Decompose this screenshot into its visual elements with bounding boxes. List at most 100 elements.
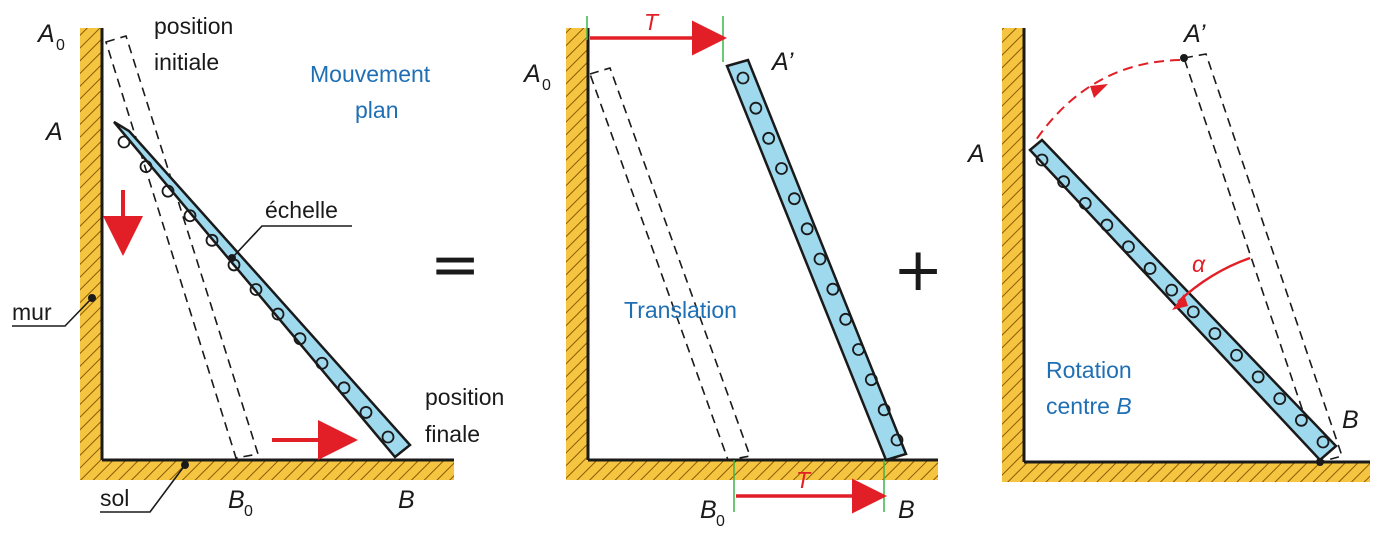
ladder-rung (1294, 413, 1308, 427)
label-alpha: α (1192, 251, 1206, 277)
ladder-rung (205, 233, 219, 247)
label-B: B (1342, 406, 1359, 434)
mouvement-plan-line1: Mouvement (310, 61, 431, 87)
label-A: A (966, 140, 985, 168)
label-A0-subscript: 0 (542, 77, 551, 94)
label-T-top: T (644, 9, 660, 35)
ladder-rung (749, 101, 763, 115)
label-mur: mur (12, 299, 52, 325)
ladder-rung (271, 307, 285, 321)
ground-hatch (1002, 462, 1370, 482)
position-initiale-line1: position (154, 13, 233, 39)
ladder-rung (813, 252, 827, 266)
position-finale-line1: position (425, 384, 504, 410)
label-echelle: échelle (265, 197, 338, 223)
ladder-rung (736, 71, 750, 85)
ladder-rung (183, 209, 197, 223)
ladder-rung (161, 184, 175, 198)
ladder-rung (1251, 370, 1265, 384)
ladder-rung (359, 406, 373, 419)
label-A-prime: A’ (770, 48, 794, 76)
label-T-bottom: T (796, 467, 812, 493)
echelle-dot (228, 254, 236, 262)
ladder-rung (1057, 175, 1071, 189)
ladder-rung (826, 282, 840, 296)
ladder-translated (725, 58, 908, 462)
ladder-rungs (736, 71, 904, 447)
mur-dot (88, 294, 96, 302)
position-initiale-line2: initiale (154, 49, 219, 75)
ladder-rung (1035, 153, 1049, 167)
ladder-rung (117, 135, 131, 149)
mur-leader (12, 297, 93, 327)
ladder-initial-position (588, 67, 752, 461)
wall-hatch (80, 28, 102, 480)
label-B0: B (700, 496, 717, 524)
ladder-rung (337, 381, 351, 395)
panel-plane-motion: A 0 A position initiale Mouvement plan é… (12, 13, 504, 520)
ladder-rung (139, 160, 153, 173)
panel-translation: T T A 0 A’ Translation B 0 B (522, 9, 938, 530)
sol-dot (181, 461, 189, 469)
ladder-rung (762, 131, 776, 145)
ladder-rungs (1035, 153, 1330, 449)
label-B: B (398, 486, 415, 514)
label-B0-subscript: 0 (244, 503, 253, 520)
ladder-rung (1143, 262, 1157, 275)
alpha-arrowhead (1172, 294, 1188, 310)
panel-rotation: A’ A B α Rotation centre B (966, 20, 1370, 482)
ladder-rung (890, 433, 904, 447)
ladder-rung (852, 343, 865, 356)
label-A-prime: A’ (1182, 20, 1206, 48)
label-A: A (44, 118, 63, 146)
ladder-rung (1273, 392, 1287, 406)
rotation-arc (1035, 59, 1181, 141)
wall-hatch (1002, 28, 1024, 480)
label-A0: A (522, 60, 541, 88)
label-B: B (898, 496, 915, 524)
ladder-rung (1186, 305, 1200, 319)
ladder-rung (787, 192, 801, 206)
label-A0-subscript: 0 (56, 37, 65, 54)
ladder-rung (1078, 196, 1092, 210)
ladder-rung (864, 373, 878, 387)
ladder-rung (1122, 240, 1135, 254)
ladder-rung (293, 332, 307, 346)
position-finale-line2: finale (425, 421, 480, 447)
label-A0: A (36, 20, 55, 48)
ladder-rung (1316, 435, 1330, 449)
sol-leader (100, 464, 186, 513)
ladder-rung (249, 283, 263, 296)
ladder-rung (877, 403, 891, 417)
ladder-rung (315, 356, 329, 370)
ladder-rungs (117, 135, 395, 444)
label-B0: B (228, 486, 245, 514)
rotation-line2-prefix: centre (1046, 393, 1116, 419)
ladder-rung (1230, 348, 1243, 362)
rotation-line1: Rotation (1046, 357, 1132, 383)
ladder-initial-position (104, 35, 260, 459)
point-B (1316, 458, 1324, 466)
ladder-rung (775, 162, 788, 175)
plus-sign: + (893, 235, 943, 305)
ground-hatch (80, 460, 454, 480)
rotation-arc-arrowhead (1090, 84, 1108, 98)
rotation-line2: centre B (1046, 393, 1132, 419)
ladder-rung (800, 222, 814, 236)
label-B0-subscript: 0 (716, 513, 725, 530)
ladder-rung (1208, 327, 1222, 340)
ladder-rung (1165, 283, 1179, 297)
ladder-rung (1100, 218, 1114, 232)
ground-hatch (566, 460, 938, 480)
point-A-prime (1180, 54, 1188, 62)
label-translation: Translation (624, 297, 737, 323)
equals-sign: = (430, 230, 480, 300)
ladder-rung (839, 312, 853, 326)
rotation-line2-B: B (1116, 393, 1131, 419)
label-sol: sol (100, 485, 129, 511)
ladder-rung (381, 430, 395, 444)
mouvement-plan-line2: plan (355, 97, 398, 123)
wall-hatch (566, 28, 588, 480)
echelle-leader (231, 225, 352, 259)
